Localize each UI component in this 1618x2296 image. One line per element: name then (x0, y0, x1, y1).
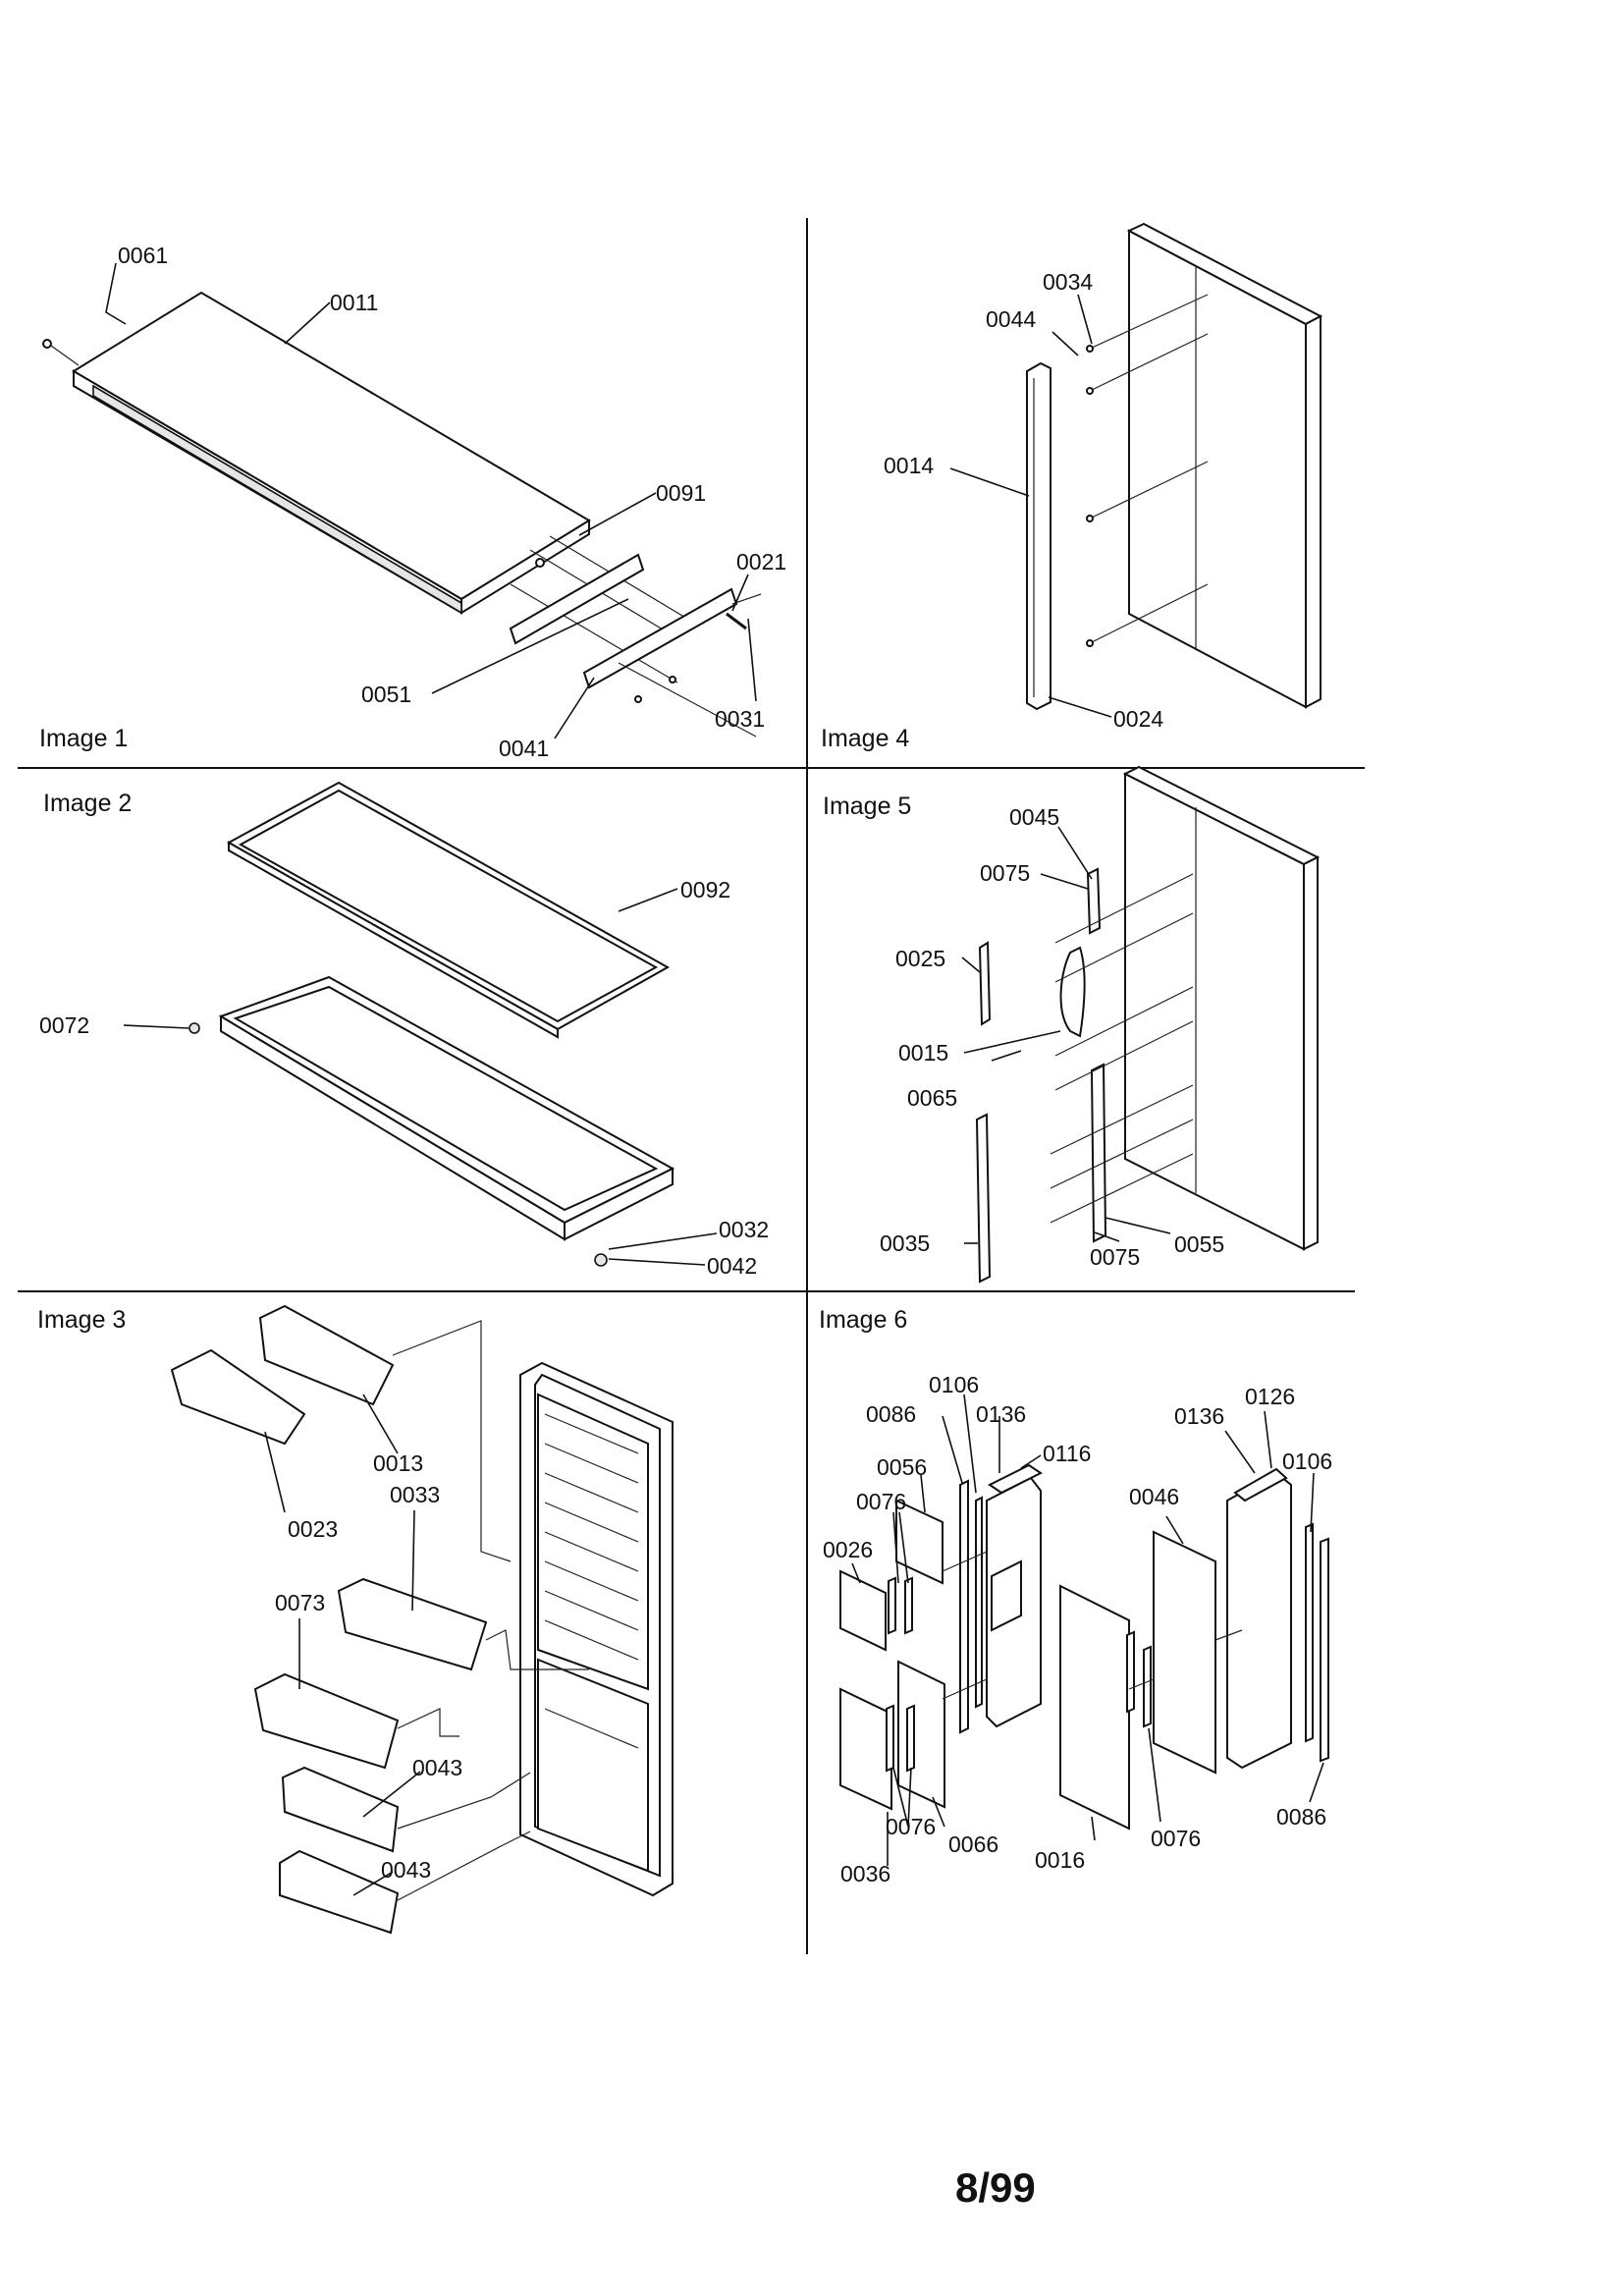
part-label-0116: 0116 (1043, 1441, 1091, 1466)
image-6-leaders (851, 1394, 1324, 1866)
part-label-0075: 0075 (980, 860, 1030, 886)
panel-title-image-3: Image 3 (37, 1306, 126, 1334)
part-label-0051: 0051 (361, 682, 411, 707)
part-label-0106-right: 0106 (1282, 1449, 1332, 1474)
part-label-0036: 0036 (840, 1861, 890, 1886)
part-label-0043: 0043 (412, 1755, 462, 1780)
part-label-0043-lower: 0043 (381, 1857, 431, 1883)
part-label-0086: 0086 (866, 1401, 916, 1427)
panel-title-image-5: Image 5 (823, 793, 911, 820)
part-label-0056: 0056 (877, 1454, 927, 1480)
part-label-0016: 0016 (1035, 1847, 1085, 1873)
part-label-0045: 0045 (1009, 804, 1059, 830)
part-label-0065: 0065 (907, 1085, 957, 1111)
part-label-0106: 0106 (929, 1372, 979, 1397)
image-2-glass-shelf-drawing (189, 781, 675, 1267)
part-label-0014: 0014 (884, 453, 934, 478)
part-label-0011: 0011 (330, 290, 378, 315)
part-label-0136-right: 0136 (1174, 1403, 1224, 1429)
image-5-door-drawing (975, 765, 1321, 1284)
part-label-0091: 0091 (656, 480, 706, 506)
part-label-0136: 0136 (976, 1401, 1026, 1427)
part-label-0044: 0044 (986, 306, 1036, 332)
part-label-0024: 0024 (1113, 706, 1163, 732)
image-3-door-drawing (170, 1304, 674, 1935)
part-label-0055: 0055 (1174, 1231, 1224, 1257)
part-label-0092: 0092 (680, 877, 730, 902)
image-1-leaders (105, 262, 757, 739)
part-label-0073: 0073 (275, 1590, 325, 1615)
part-label-0026: 0026 (823, 1537, 873, 1562)
panel-title-image-2: Image 2 (43, 790, 132, 817)
part-label-0061: 0061 (118, 243, 168, 268)
image-6-door-exploded-drawing (839, 1463, 1329, 1831)
part-label-0033: 0033 (390, 1482, 440, 1507)
part-label-0013: 0013 (373, 1450, 423, 1476)
part-label-0066: 0066 (948, 1831, 998, 1857)
part-label-0021: 0021 (736, 549, 786, 574)
part-label-0076-right: 0076 (1151, 1826, 1201, 1851)
part-label-0072: 0072 (39, 1012, 89, 1038)
image-1-shelf-drawing (42, 291, 762, 738)
panel-title-image-1: Image 1 (39, 725, 128, 752)
part-label-0126: 0126 (1245, 1384, 1295, 1409)
part-label-0076-lower: 0076 (886, 1814, 936, 1839)
image-2-leaders (123, 888, 718, 1266)
image-3-leaders (264, 1394, 421, 1896)
panel-title-image-6: Image 6 (819, 1306, 907, 1334)
image-4-leaders (949, 294, 1112, 718)
image-5-leaders (961, 826, 1171, 1244)
part-label-0086-right: 0086 (1276, 1804, 1326, 1830)
part-label-0032: 0032 (719, 1217, 769, 1242)
part-label-0034: 0034 (1043, 269, 1093, 295)
part-label-0075-lower: 0075 (1090, 1244, 1140, 1270)
part-label-0076: 0076 (856, 1489, 906, 1514)
page-number: 8/99 (955, 2164, 1036, 2211)
panel-title-image-4: Image 4 (821, 725, 909, 752)
part-label-0025: 0025 (895, 946, 945, 971)
part-label-0042: 0042 (707, 1253, 757, 1279)
part-label-0023: 0023 (288, 1516, 338, 1542)
part-label-0041: 0041 (499, 736, 549, 761)
part-label-0031: 0031 (715, 706, 765, 732)
part-label-0046: 0046 (1129, 1484, 1179, 1509)
part-label-0035: 0035 (880, 1230, 930, 1256)
part-label-0015: 0015 (898, 1040, 948, 1066)
image-4-door-drawing (1026, 222, 1323, 711)
